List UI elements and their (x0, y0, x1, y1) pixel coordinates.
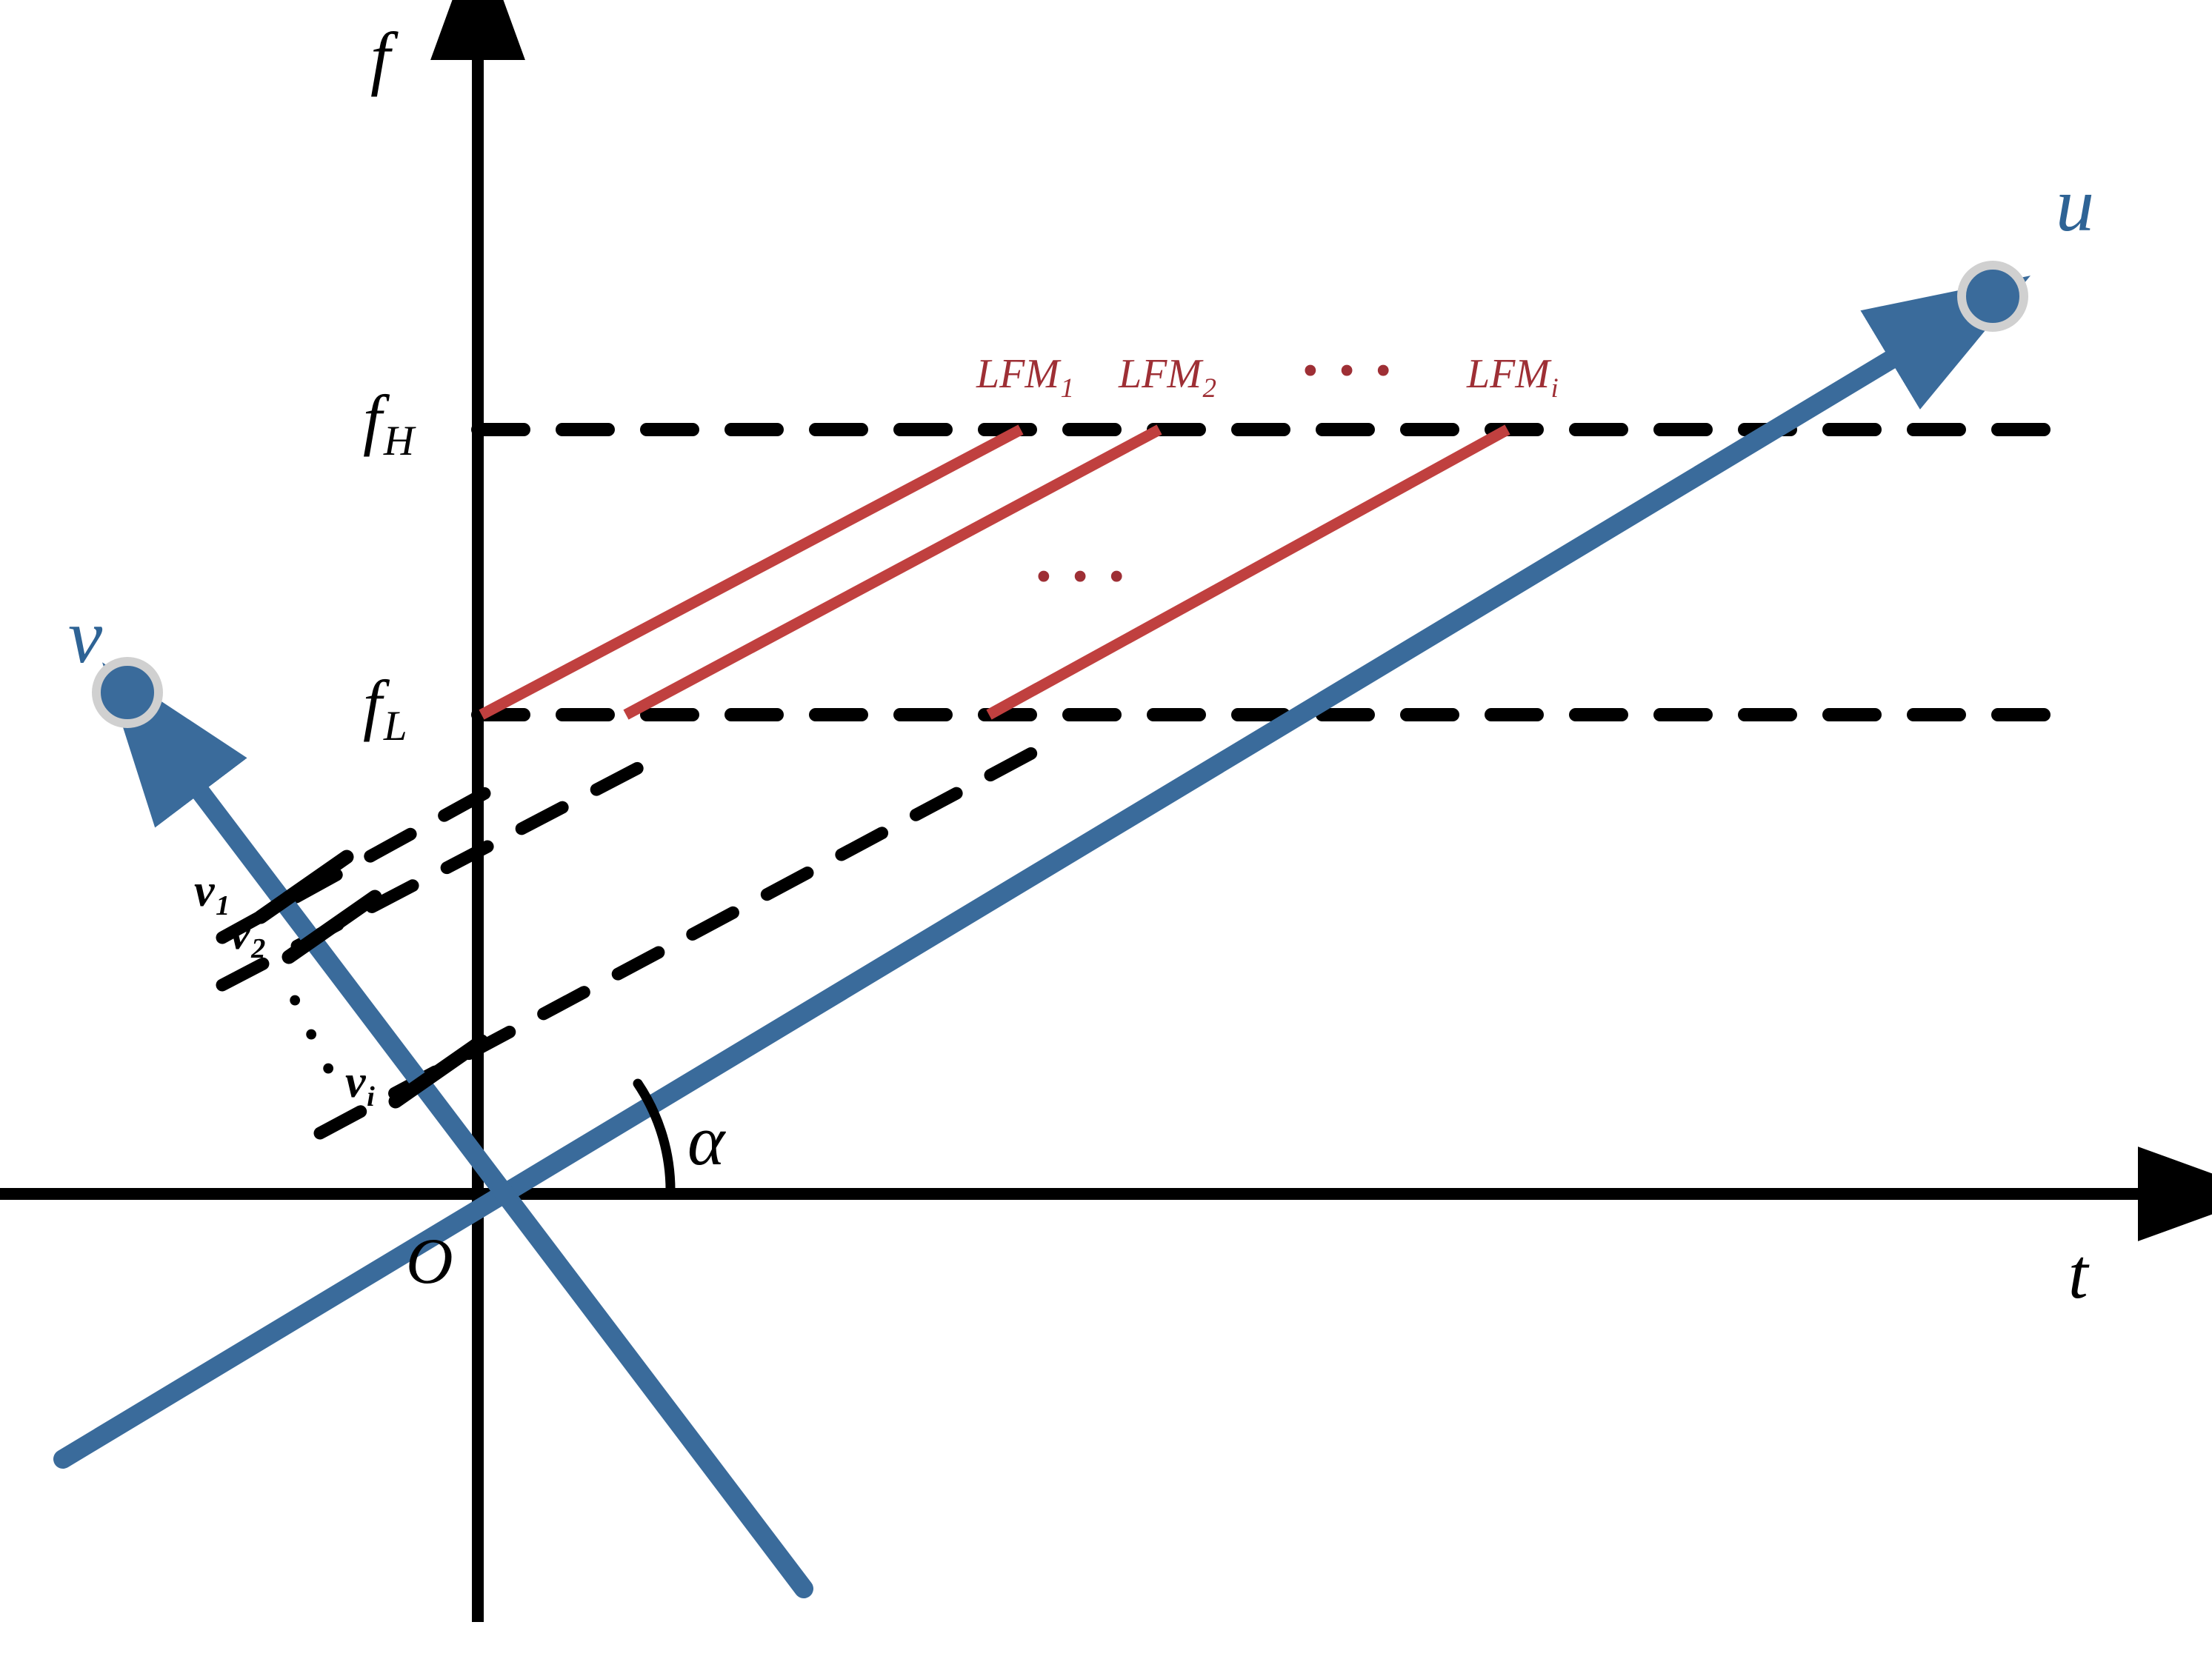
v1-base: v (194, 866, 215, 916)
v-ellipsis-dot-3: • (321, 1044, 339, 1092)
f-low-subscript: L (383, 703, 407, 750)
lfm-i-base: LFM (1467, 351, 1550, 397)
f-low-base: f (363, 667, 382, 742)
angle-arc-group (633, 1078, 676, 1199)
v-tick-label-1: v1 (194, 866, 230, 920)
v-ellipsis-dot-2: • (304, 1010, 322, 1058)
f-high-subscript: H (383, 418, 415, 465)
v-endpoint-marker (92, 657, 163, 728)
lfm-chirp-label-1: LFM1 (976, 351, 1074, 401)
u-endpoint-marker (1957, 261, 2028, 332)
v2-subscript: 2 (251, 932, 266, 964)
lfm-middle-ellipsis-icon: • • • (1036, 552, 1130, 602)
origin-label: O (406, 1226, 453, 1298)
lfm-1-subscript: 1 (1060, 372, 1074, 403)
lfm-2-subscript: 2 (1202, 372, 1216, 403)
lfm-top-ellipsis-icon: • • • (1302, 346, 1396, 396)
u-axis-line (53, 276, 2031, 1469)
v-tick-label-2: v2 (230, 909, 265, 963)
lfm-chirp-label-i: LFMi (1467, 351, 1559, 401)
vector-endpoint-markers (92, 261, 2028, 728)
vi-subscript: i (367, 1081, 375, 1112)
lfm-chirp-line-1 (479, 424, 1024, 720)
lfm-i-subscript: i (1550, 372, 1559, 403)
lfm-chirp-line-2 (623, 424, 1162, 720)
frequency-axis-label: f (370, 18, 390, 97)
lfm-chirp-line-i (986, 424, 1510, 720)
f-high-level-label: fH (363, 385, 414, 462)
v-ellipsis-dot-1: • (287, 976, 306, 1024)
time-axis-label: t (2068, 1234, 2088, 1313)
lfm-2-base: LFM (1119, 351, 1202, 397)
vi-base: v (345, 1057, 366, 1107)
lfm-chirp-label-2: LFM2 (1119, 351, 1216, 401)
u-vector-label: u (2056, 162, 2094, 247)
v-tick-mark-2 (282, 890, 382, 964)
rotated-axes-group (53, 276, 2031, 1598)
axis-group (0, 0, 2212, 1622)
frequency-level-lines (471, 423, 2073, 721)
v-tick-label-i: vi (345, 1057, 375, 1111)
f-high-base: f (363, 381, 382, 457)
v-vector-label: v (68, 594, 103, 679)
lfm-1-base: LFM (976, 351, 1059, 397)
lfm-chirp-lines (479, 424, 1510, 720)
v-axis-line (102, 662, 813, 1598)
v-tick-mark-1 (253, 850, 354, 924)
v-axis-tick-marks (253, 850, 489, 1109)
alpha-angle-arc (633, 1078, 676, 1199)
f-low-level-label: fL (363, 670, 407, 747)
v2-base: v (230, 909, 250, 959)
v1-subscript: 1 (216, 890, 230, 921)
alpha-angle-label: α (687, 1101, 725, 1180)
v-tick-mark-i (388, 1034, 489, 1109)
